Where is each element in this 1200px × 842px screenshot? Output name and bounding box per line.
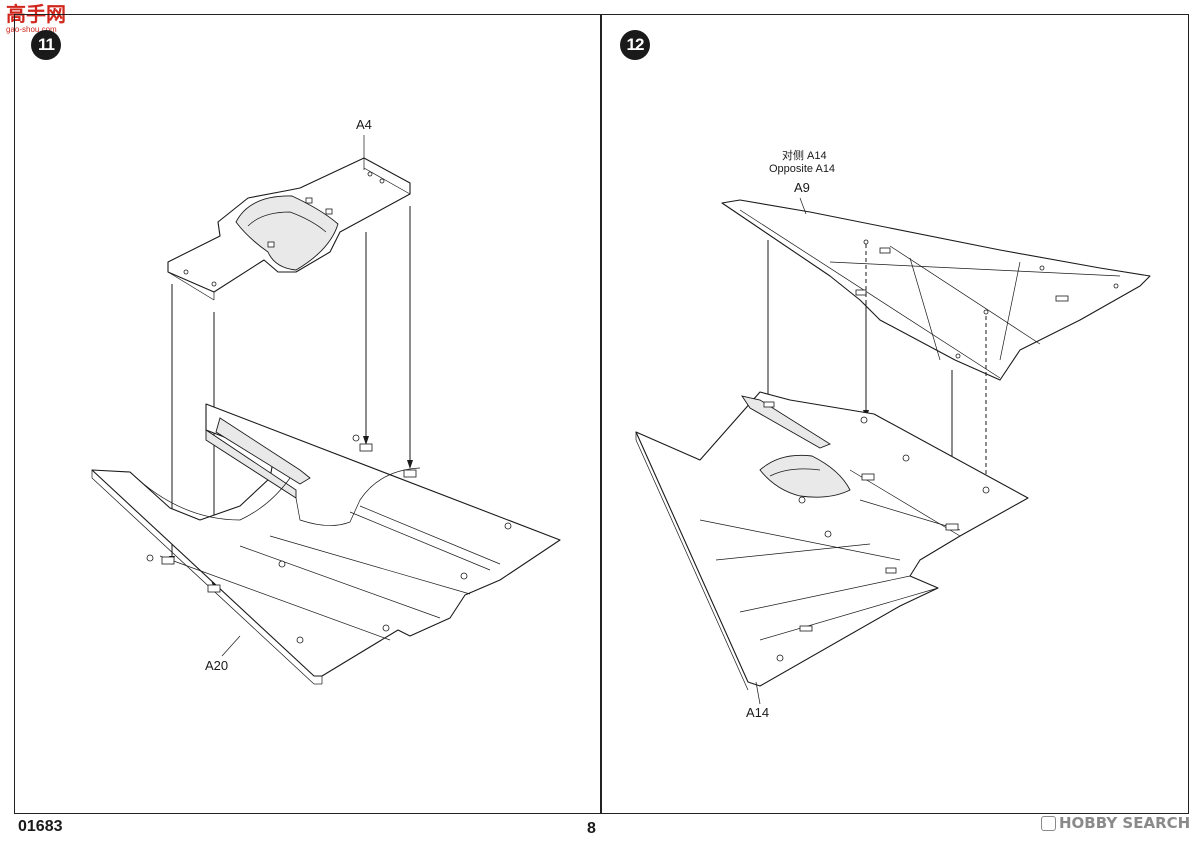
part-a9-label: A9 [794,180,810,195]
step-11-number: 11 [38,35,55,54]
part-a4-label: A4 [356,117,372,132]
step-11-badge: 11 [31,30,61,60]
product-code: 01683 [18,818,63,835]
step-12-number: 12 [626,35,645,54]
part-a4-drawing [167,135,411,301]
part-a20-label: A20 [205,658,229,673]
step-11-panel [14,14,601,814]
part-a14-label: A14 [746,705,770,720]
step-12-badge: 12 [620,30,650,60]
watermark-url: gao-shou.com [6,25,57,34]
part-a9-drawing [721,197,1151,381]
opposite-note-cn: 对侧 A14 [782,150,827,162]
hobby-search-logo-text: HOBBY SEARCH [1059,814,1191,832]
page-number: 8 [587,820,596,837]
part-a14-drawing [635,391,1029,705]
step-12-panel [601,14,1189,814]
hobby-search-mark-icon [1041,815,1056,831]
part-a20-drawing [91,403,561,685]
hobby-search-logo: HOBBY SEARCH [1041,814,1190,832]
opposite-note-en: Opposite A14 [769,163,836,175]
